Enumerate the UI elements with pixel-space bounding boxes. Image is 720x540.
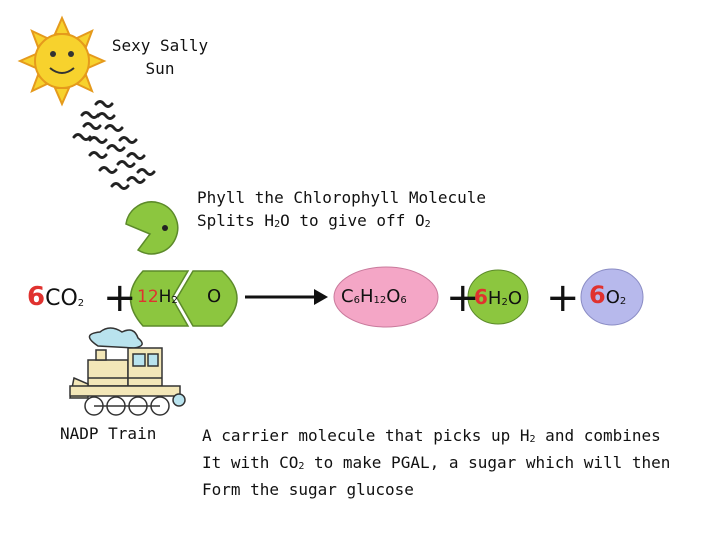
light-wave-icon xyxy=(72,100,156,190)
train-icon xyxy=(69,327,186,416)
h2-coefficient: 12 xyxy=(137,287,159,307)
h2-formula: H xyxy=(158,287,172,307)
co2-coefficient: 6 xyxy=(27,282,46,312)
carrier-description: A carrier molecule that picks up H2 and … xyxy=(202,424,702,501)
water-split-molecule xyxy=(129,270,238,327)
carrier-line2: It with CO2 to make PGAL, a sugar which … xyxy=(202,453,671,472)
reaction-arrow-icon xyxy=(245,289,328,305)
plus-sign-2: + xyxy=(446,275,480,321)
sun-icon xyxy=(17,15,107,107)
oxygen-half-label: O xyxy=(207,286,222,307)
chlorophyll-label-line1: Phyll the Chlorophyll Molecule xyxy=(197,188,486,207)
oxygen-ellipse xyxy=(580,268,644,326)
h2-subscript: 2 xyxy=(171,295,178,306)
glucose-ellipse xyxy=(333,266,439,328)
plus-sign-1: + xyxy=(103,275,137,321)
hydrogen-half: 12H2 xyxy=(137,287,178,307)
carrier-line1: A carrier molecule that picks up H2 and … xyxy=(202,426,661,445)
sun-label: Sexy Sally Sun xyxy=(108,34,212,80)
chlorophyll-label: Phyll the Chlorophyll Molecule Splits H2… xyxy=(197,186,486,236)
chlorophyll-pacman-icon xyxy=(125,201,179,255)
glucose-formula: C6H12O6 xyxy=(341,286,407,307)
sun-label-line1: Sexy Sally xyxy=(111,36,209,55)
co2-formula: CO xyxy=(45,286,78,311)
plus-sign-3: + xyxy=(546,275,580,321)
sun-label-line2: Sun xyxy=(145,59,175,78)
chlorophyll-label-line2: Splits H2O to give off O2 xyxy=(197,211,431,230)
oxygen-formula: 6O2 xyxy=(589,281,627,309)
co2-subscript: 2 xyxy=(77,298,85,309)
water-ellipse xyxy=(467,269,529,325)
reactant-co2: 6CO2 xyxy=(27,282,84,312)
carrier-line3: Form the sugar glucose xyxy=(202,480,414,499)
water-formula: 6H2O xyxy=(474,285,523,309)
nadp-train-label: NADP Train xyxy=(60,424,157,443)
